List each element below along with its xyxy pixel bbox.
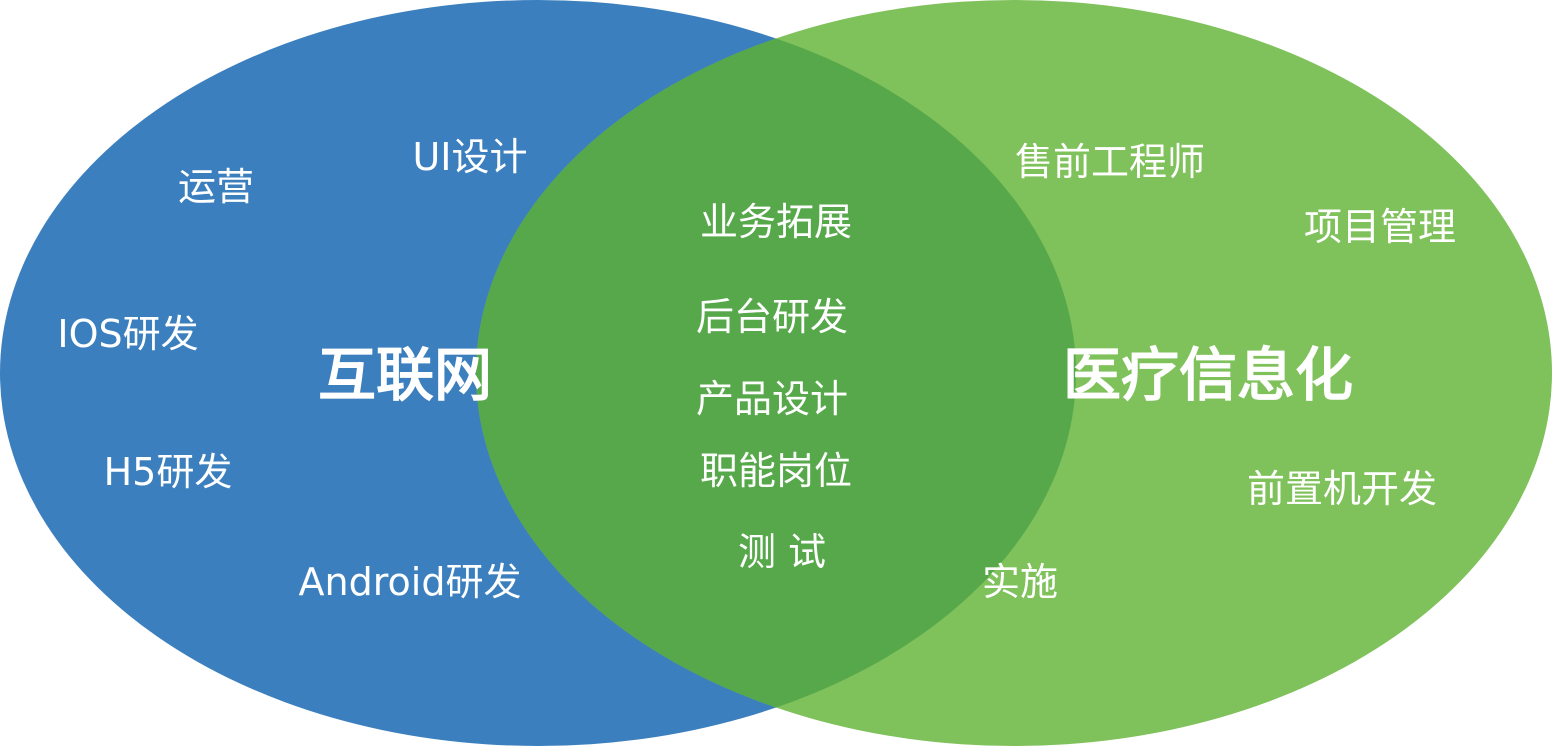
right-item-presales-engineer: 售前工程师 <box>1015 140 1205 184</box>
right-item-frontend-machine-dev: 前置机开发 <box>1247 467 1437 511</box>
overlap-region <box>476 0 1076 746</box>
left-item-android-dev: Android研发 <box>299 560 522 604</box>
overlap-item-product-design: 产品设计 <box>696 377 848 421</box>
overlap-item-backend-dev: 后台研发 <box>696 295 848 339</box>
right-item-implementation: 实施 <box>982 560 1058 604</box>
right-item-project-management: 项目管理 <box>1304 205 1456 249</box>
left-item-operations: 运营 <box>178 165 254 209</box>
left-item-ios-dev: IOS研发 <box>57 312 198 356</box>
overlap-item-business-expansion: 业务拓展 <box>700 200 852 244</box>
left-item-h5-dev: H5研发 <box>104 450 233 494</box>
overlap-item-functional-roles: 职能岗位 <box>700 449 852 493</box>
overlap-item-testing: 测 试 <box>738 530 826 574</box>
left-title: 互联网 <box>318 341 492 409</box>
left-item-ui-design: UI设计 <box>412 135 527 179</box>
right-title: 医疗信息化 <box>1063 341 1353 409</box>
